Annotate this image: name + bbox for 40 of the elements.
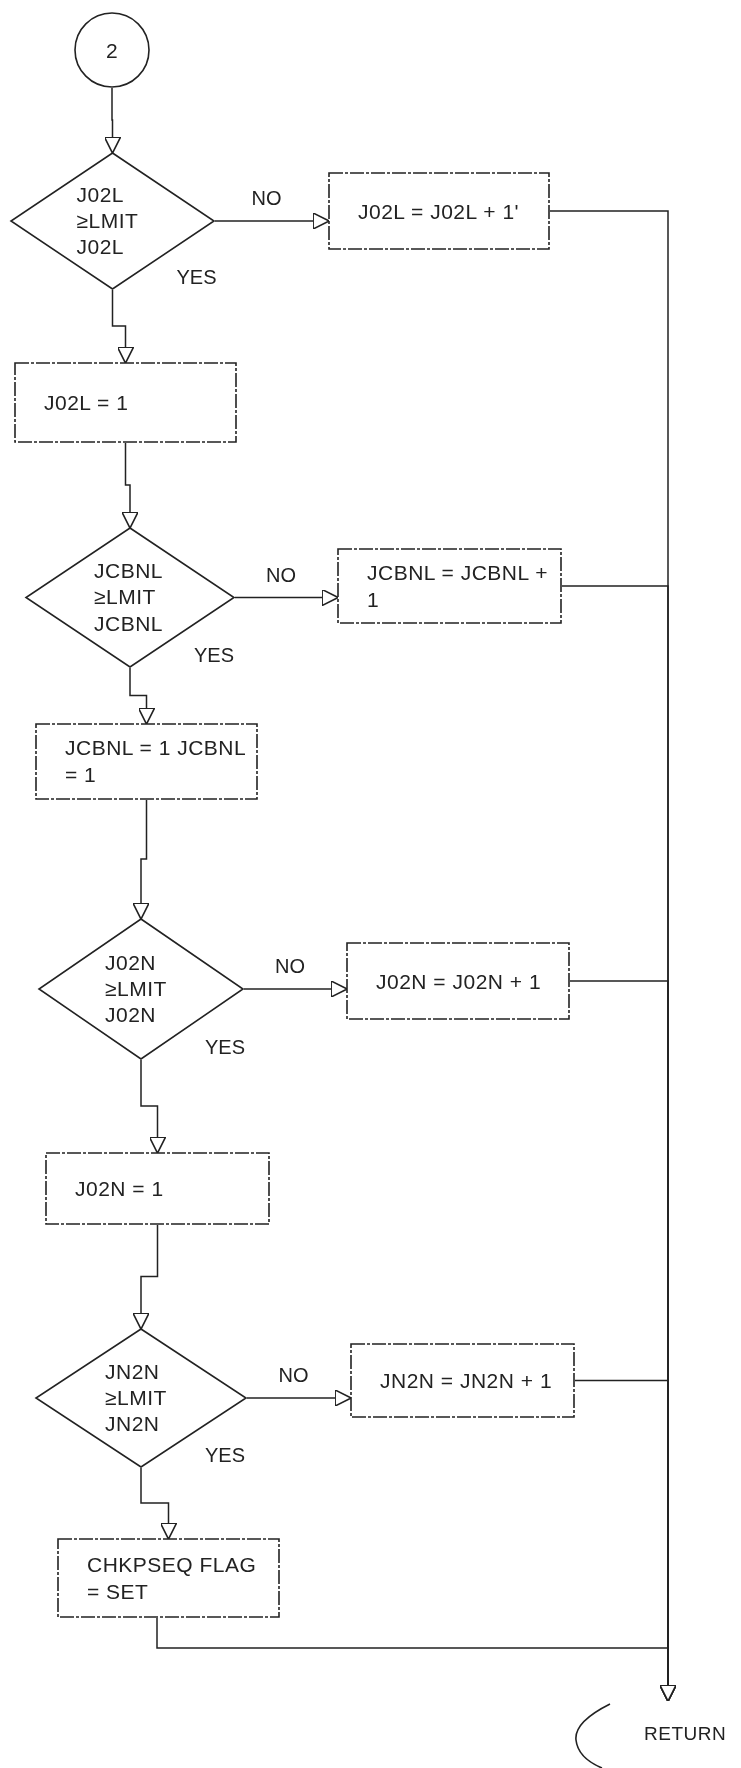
node-text: CHKPSEQ FLAG = SET (87, 1551, 258, 1605)
node-text: J02N ≥LMIT J02N (105, 949, 168, 1028)
arrow (214, 212, 330, 230)
node-text: JN2N ≥LMIT JN2N (105, 1358, 168, 1437)
node-text: J02N = J02N + 1 (376, 968, 543, 995)
node-text: RETURN (644, 1721, 727, 1746)
process-box (350, 1343, 575, 1418)
arrow (156, 1617, 677, 1702)
process-box (35, 723, 258, 800)
decision-diamond (38, 918, 244, 1060)
process-box (328, 172, 550, 250)
connector-circle (74, 12, 150, 88)
arrow (132, 799, 150, 920)
node-text: J02N = 1 (75, 1176, 165, 1202)
arrow (121, 442, 139, 529)
node-text: JCBNL = JCBNL + 1 (367, 559, 549, 613)
decision-diamond (10, 152, 215, 290)
arrow (111, 289, 135, 364)
arrow (234, 588, 339, 607)
arrow (246, 1389, 352, 1407)
decision-diamond (35, 1328, 247, 1468)
node-text: J02L = 1 (44, 390, 130, 416)
arrow (129, 667, 156, 725)
arrow (132, 1224, 159, 1330)
arrow (140, 1467, 178, 1540)
arrow (243, 980, 348, 998)
node-text: JN2N = JN2N + 1 (380, 1368, 554, 1394)
process-box (14, 362, 237, 443)
process-box (57, 1538, 280, 1618)
decision-diamond (25, 527, 235, 668)
arrow (140, 1059, 167, 1154)
arrow (103, 87, 122, 154)
node-text: J02L ≥LMIT J02L (76, 181, 139, 260)
node-text: J02L = J02L + 1' (358, 198, 521, 225)
node-text: JCBNL = 1 JCBNL = 1 (65, 735, 247, 789)
process-box (337, 548, 562, 624)
process-box (346, 942, 570, 1020)
node-text: JCBNL ≥LMIT JCBNL (94, 558, 165, 637)
node-text: 2 (104, 37, 120, 64)
process-box (45, 1152, 270, 1225)
